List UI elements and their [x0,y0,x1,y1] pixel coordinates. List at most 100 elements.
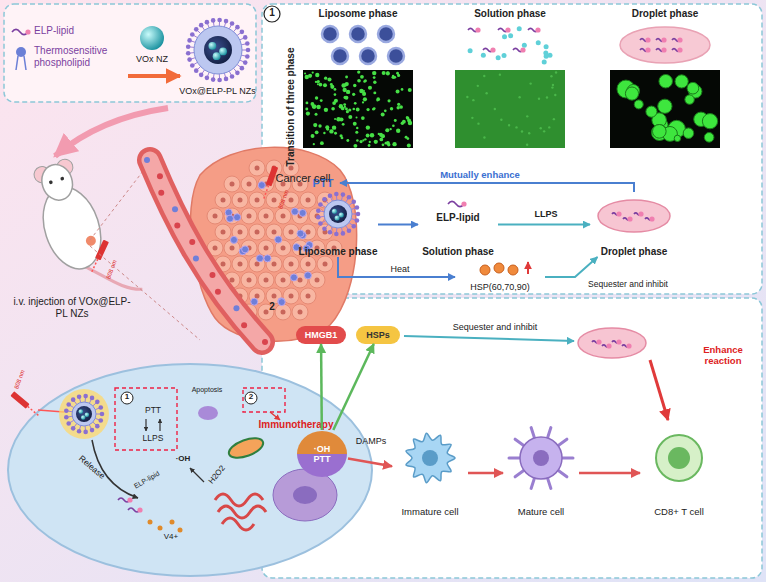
cancer-cell [232,192,248,208]
cancer-cell [249,160,265,176]
cell-nucleus [255,262,260,267]
lipid-head [341,192,346,197]
fluorescent-dot [357,79,361,83]
solution-dot [481,53,486,58]
cell-nucleus [323,262,328,267]
cancer-cell [224,208,240,224]
nanozyme-dot [297,230,304,237]
liposome-icon [360,48,376,64]
droplet-blob [687,82,699,94]
lipid-head [224,77,229,82]
annotation-label: Sequester and inhibit [420,322,570,333]
fluorescent-dot [376,97,380,101]
fluorescent-dot [551,86,553,88]
nanozyme-dot [275,236,282,243]
cell-nucleus [247,182,252,187]
lipid-tail [16,56,18,70]
lipid-head [235,71,240,76]
fluorescent-dot [366,125,370,129]
cell-nucleus [238,230,243,235]
lipid-head [66,402,71,407]
lipid-head [186,51,191,56]
annotation-label: Thermosensitive phospholipid [34,45,124,69]
tumor-mass [191,147,357,341]
node-label: HMGB1 [305,330,338,340]
fluorescent-dot [334,88,337,91]
zoom-line [90,246,200,340]
fluorescent-dot [477,85,479,87]
laser-beam [264,185,269,198]
core [204,36,232,64]
lipid-head [661,37,666,42]
fluorescent-dot [515,126,517,128]
fluorescent-dot [315,130,319,134]
blood-cell [262,339,268,345]
blood-cell [158,190,164,196]
nanozyme-dot [299,209,306,216]
lipid-head [246,48,251,53]
fluorescent-dot [386,71,390,75]
lipid-head [316,215,321,220]
increase-arrow [527,262,529,274]
lipid-head [490,47,495,52]
fluorescent-dot [316,105,320,109]
fluorescent-dot [388,99,391,102]
cell-nucleus [272,230,277,235]
cancer-cell [300,192,316,208]
cell-nucleus [281,246,286,251]
cell-nucleus [247,278,252,283]
mouse [25,148,142,312]
lipid-head [245,54,250,59]
fluorescent-dot [407,144,411,148]
fluorescent-dot [313,143,315,145]
blood-cell [233,305,239,311]
fluorescent-dot [494,108,496,110]
fluorescent-dot [548,126,550,128]
fluorescent-dot [362,101,364,103]
droplet-blob [625,87,638,100]
t-cell [656,435,702,481]
droplet-blob [646,106,657,117]
cell-nucleus [213,246,218,251]
fluorescent-dot [343,103,346,106]
fluorescent-dot [353,122,357,126]
vox-sphere [213,52,221,60]
fluorescent-dot [526,115,528,117]
fluorescent-dot [483,75,485,77]
fluorescent-dot [342,88,346,92]
phase-transition [261,26,720,275]
droplet-blob [659,74,673,88]
vox-sphere [332,209,337,214]
fluorescent-dot [345,76,348,79]
lipid-head [334,192,339,197]
fluorescent-dot [466,96,468,98]
fluorescent-dot [360,75,364,79]
vox-sphere [208,42,216,50]
node-label: PTT [314,454,331,464]
droplet-blob [704,133,714,143]
lipid-head [137,507,142,512]
annotation-label: H2O2 [204,460,231,489]
fluorescent-dot [323,132,325,134]
cell-nucleus [272,262,277,267]
cancer-cell [215,224,231,240]
annotation-label: Immunotherapy [250,419,342,431]
nanozyme-dot [290,274,297,281]
droplet-dish [598,200,670,232]
liposome-icon [378,26,394,42]
panel [262,298,762,578]
fluorescent-dot [392,124,395,127]
fluorescent-dot [334,93,337,96]
process-node: HSPs [356,326,400,344]
immune-activation [404,328,702,488]
lipid-head [243,35,248,40]
nanozyme-dot [278,299,285,306]
fluorescent-dot [306,102,309,105]
lipid-head [351,199,356,204]
fluorescent-dot [528,132,530,134]
annotation-label: PTT [136,405,170,415]
lipid-head [316,208,321,213]
nanozyme-dot [234,214,241,221]
